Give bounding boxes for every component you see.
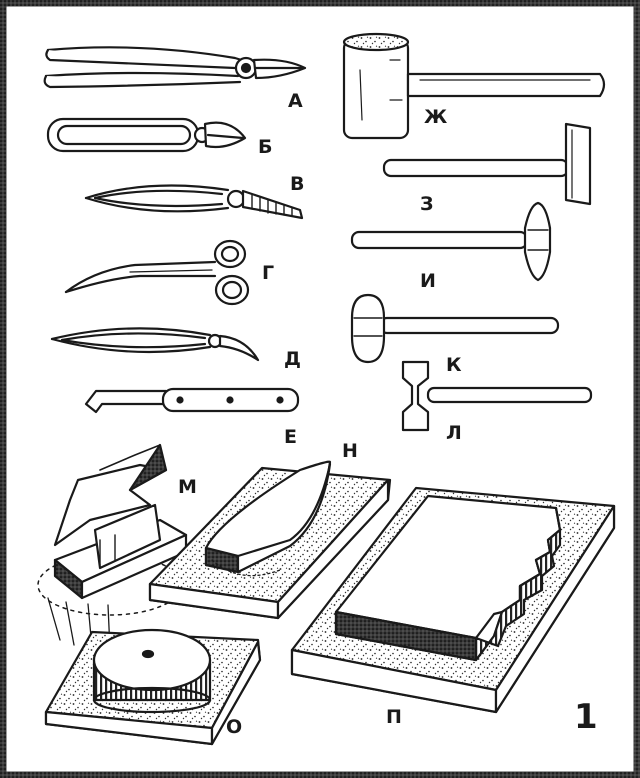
- label-zh: Ж: [424, 106, 448, 128]
- label-m: М: [178, 476, 197, 498]
- label-b: Б: [258, 136, 273, 158]
- figure-number: 1: [574, 697, 598, 737]
- flat-hammer-icon: [382, 122, 592, 206]
- tapered-stake-block-icon: [148, 460, 392, 620]
- tin-snips-short-icon: [46, 117, 247, 153]
- anvil-stake-icon: [37, 443, 188, 651]
- curved-scissors-icon: [64, 239, 250, 306]
- flat-pliers-icon: [84, 184, 304, 220]
- roller-cutter-base-icon: [44, 628, 262, 746]
- label-v: В: [290, 173, 305, 195]
- label-k: К: [446, 354, 462, 376]
- ball-peen-hammer-icon: [350, 293, 560, 364]
- label-i: И: [420, 270, 436, 292]
- label-z: З: [420, 193, 434, 215]
- wooden-mallet-icon: [342, 32, 606, 140]
- label-o: О: [226, 716, 243, 738]
- label-l: Л: [446, 422, 462, 444]
- tin-snips-long-icon: [43, 46, 307, 89]
- round-nose-pliers-icon: [50, 327, 260, 362]
- stepped-slab-base-icon: [290, 486, 616, 714]
- peen-hammer-icon: [350, 201, 552, 282]
- label-p: П: [386, 706, 402, 728]
- label-e: Е: [284, 426, 297, 448]
- knife-icon: [84, 387, 300, 414]
- label-n: Н: [342, 440, 358, 462]
- label-d: Д: [284, 348, 301, 370]
- label-a: А: [288, 90, 303, 112]
- small-hammer-icon: [401, 360, 593, 432]
- label-g: Г: [262, 262, 275, 284]
